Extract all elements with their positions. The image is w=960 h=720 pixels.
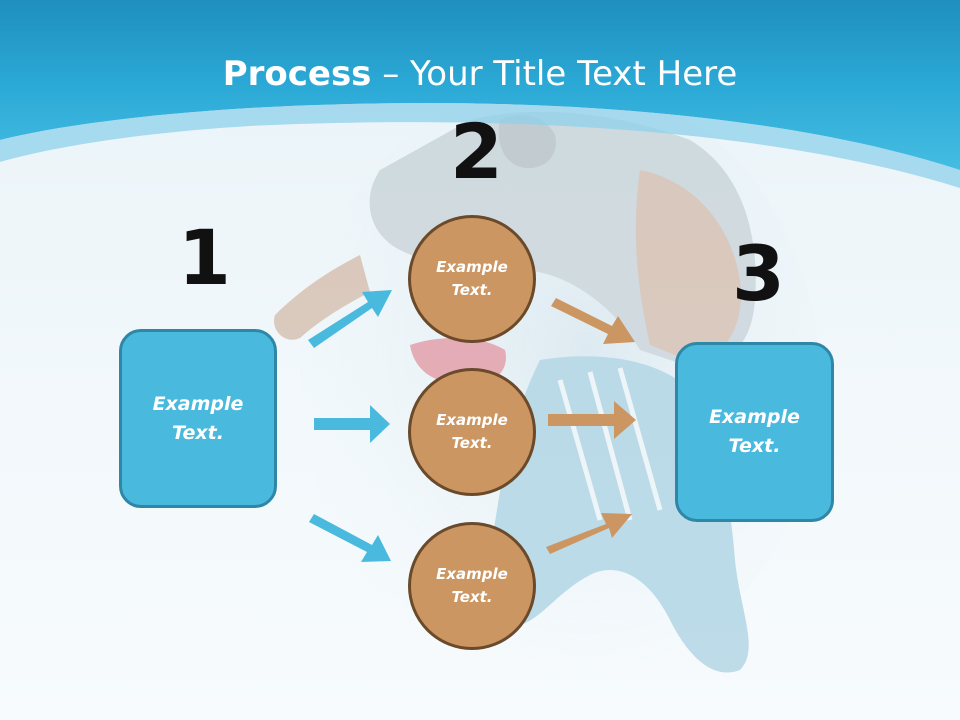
step-1-box-text: Example Text. bbox=[153, 390, 244, 448]
circle-middle-line1: Example bbox=[436, 411, 508, 429]
arrow-blue-up bbox=[308, 290, 392, 348]
step-1-box[interactable]: Example Text. bbox=[119, 329, 277, 508]
title-strong: Process bbox=[222, 54, 372, 94]
step-3-box-text: Example Text. bbox=[709, 403, 800, 461]
step-2-circle-middle[interactable]: Example Text. bbox=[408, 368, 536, 496]
circle-middle-text: Example Text. bbox=[436, 409, 508, 455]
title-rest: – Your Title Text Here bbox=[371, 54, 738, 94]
circle-bottom-line1: Example bbox=[436, 565, 508, 583]
step-1-line1: Example bbox=[152, 392, 244, 415]
circle-bottom-line2: Text. bbox=[451, 588, 493, 606]
step-number-1: 1 bbox=[178, 213, 231, 302]
step-2-circle-top[interactable]: Example Text. bbox=[408, 215, 536, 343]
step-3-box[interactable]: Example Text. bbox=[675, 342, 834, 522]
step-1-line2: Text. bbox=[172, 421, 224, 444]
slide-title: Process – Your Title Text Here bbox=[0, 52, 960, 96]
arrow-brown-down bbox=[551, 298, 635, 344]
circle-top-text: Example Text. bbox=[436, 256, 508, 302]
step-2-circle-bottom[interactable]: Example Text. bbox=[408, 522, 536, 650]
step-3-line1: Example bbox=[709, 406, 800, 428]
circle-top-line1: Example bbox=[436, 258, 508, 276]
arrow-blue-down bbox=[309, 514, 391, 562]
step-3-line2: Text. bbox=[728, 435, 781, 457]
step-number-3: 3 bbox=[732, 229, 785, 318]
circle-middle-line2: Text. bbox=[451, 434, 493, 452]
step-number-2: 2 bbox=[450, 107, 503, 196]
arrow-brown-up bbox=[546, 513, 632, 554]
circle-top-line2: Text. bbox=[451, 281, 493, 299]
arrow-brown-straight bbox=[548, 401, 636, 439]
circle-bottom-text: Example Text. bbox=[436, 563, 508, 609]
arrow-blue-straight bbox=[314, 405, 390, 443]
